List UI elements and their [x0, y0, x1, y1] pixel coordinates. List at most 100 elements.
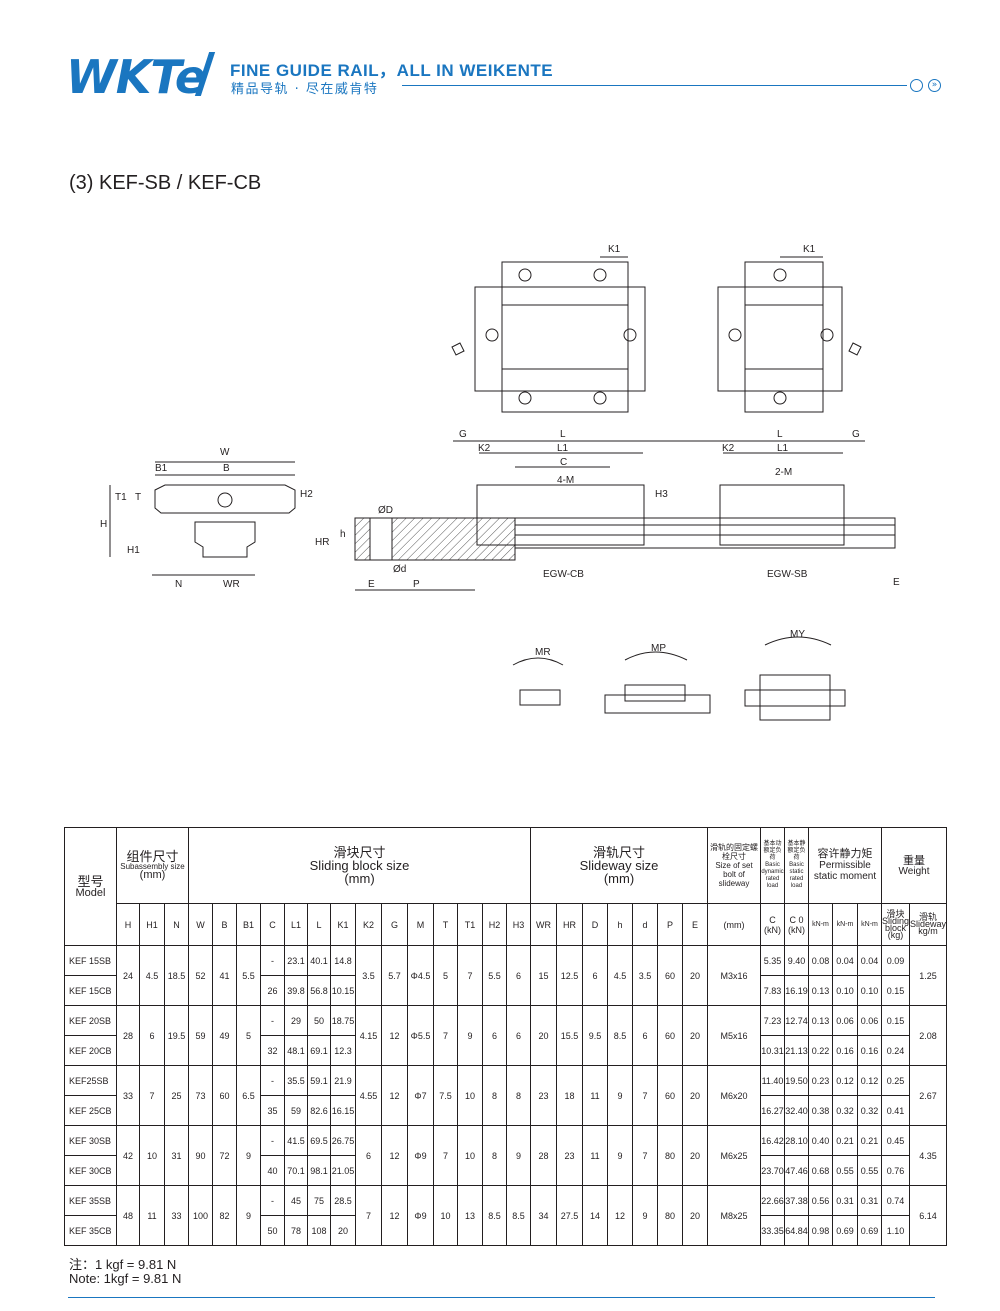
label-k2-sb: K2 — [722, 443, 735, 454]
sta-en: Basic static rated load — [789, 862, 804, 889]
cell-my: 0.55 — [857, 1155, 882, 1186]
label-c: C — [560, 457, 567, 468]
c-unit: (kN) — [764, 924, 781, 935]
cell-p: 60 — [657, 945, 683, 1006]
cell-d: 9 — [632, 1185, 658, 1246]
note-en: Note: 1kgf = 9.81 N — [69, 1271, 182, 1286]
rail-en: Slideway size — [579, 858, 659, 873]
model-header: 型号 Model — [64, 827, 117, 946]
cell-mp: 0.16 — [832, 1035, 858, 1066]
cell-mr: 0.13 — [808, 1005, 833, 1036]
bolt-header: 滑轨的固定螺栓尺寸 Size of set bolt of slideway — [707, 827, 761, 904]
model-cell: KEF 35SB — [64, 1185, 117, 1216]
col-header-n: N — [164, 903, 189, 946]
cell-t: 5 — [433, 945, 458, 1006]
label-w: W — [220, 447, 230, 458]
cell-c0: 64.84 — [784, 1215, 809, 1246]
header-divider — [402, 85, 907, 86]
cell-h: 33 — [116, 1065, 140, 1126]
label-2m: 2-M — [775, 467, 792, 478]
cell-k1: 16.15 — [330, 1095, 356, 1126]
cell-c: - — [260, 945, 285, 976]
label-mp: MP — [651, 643, 666, 654]
cell-mr: 0.56 — [808, 1185, 833, 1216]
cell-b1: 5 — [236, 1005, 261, 1066]
cell-wb: 1.10 — [880, 1215, 911, 1246]
section-title: (3) KEF-SB / KEF-CB — [69, 172, 262, 194]
cell-b: 82 — [212, 1185, 237, 1246]
cell-l1: 59 — [284, 1095, 308, 1126]
label-l1-cb: L1 — [557, 443, 569, 454]
cell-wr: 34 — [530, 1185, 557, 1246]
col-header-h: h — [607, 903, 633, 946]
cell-g: 12 — [381, 1125, 408, 1186]
cell-c: - — [260, 1065, 285, 1096]
cell-cdyn: 7.23 — [760, 1005, 785, 1036]
cell-h3: 9 — [506, 1125, 531, 1186]
weight-header: 重量 Weight — [880, 827, 948, 904]
cell-b: 72 — [212, 1125, 237, 1186]
circle-icon — [910, 79, 923, 92]
cell-b: 41 — [212, 945, 237, 1006]
cell-d: 6 — [582, 945, 608, 1006]
cell-h: 48 — [116, 1185, 140, 1246]
rail-cn: 滑轨尺寸 — [592, 845, 645, 860]
cell-c: 40 — [260, 1155, 285, 1186]
label-k2-cb: K2 — [478, 443, 491, 454]
cell-cdyn: 16.27 — [760, 1095, 785, 1126]
cell-k2: 7 — [355, 1185, 382, 1246]
cell-p: 80 — [657, 1185, 683, 1246]
cell-mr: 0.98 — [808, 1215, 833, 1246]
sub-en: Subassembly size — [120, 862, 185, 871]
cell-l: 82.6 — [307, 1095, 331, 1126]
cell-k1: 20 — [330, 1215, 356, 1246]
cell-c: 50 — [260, 1215, 285, 1246]
cell-c0: 28.10 — [784, 1125, 809, 1156]
side-view — [354, 440, 896, 591]
cell-h1: 7 — [139, 1065, 165, 1126]
rail-header: 滑轨尺寸 Slideway size (mm) — [530, 827, 708, 904]
static-header: 基本静额定负荷 Basic static rated load — [784, 827, 809, 904]
cell-w: 59 — [188, 1005, 213, 1066]
cell-h2: 8.5 — [482, 1185, 507, 1246]
cell-k2: 4.15 — [355, 1005, 382, 1066]
cell-c: 35 — [260, 1095, 285, 1126]
cell-k1: 26.75 — [330, 1125, 356, 1156]
cell-h1: 11 — [139, 1185, 165, 1246]
cell-h: 42 — [116, 1125, 140, 1186]
cell-c0: 21.13 — [784, 1035, 809, 1066]
c0-label: C 0 — [789, 914, 804, 925]
label-h: H — [100, 519, 107, 530]
cell-h: 8.5 — [607, 1005, 633, 1066]
cell-n: 25 — [164, 1065, 189, 1126]
c0-header: C 0(kN) — [784, 903, 809, 946]
cell-l1: 39.8 — [284, 975, 308, 1006]
cell-mp: 0.21 — [832, 1125, 858, 1156]
top-view-sb — [717, 256, 862, 413]
footer-divider — [68, 1297, 935, 1298]
col-header-h3: H3 — [506, 903, 531, 946]
rail-unit: (mm) — [603, 871, 635, 886]
model-cell: KEF 20CB — [64, 1035, 117, 1066]
cell-wb: 0.25 — [880, 1065, 911, 1096]
col-header-g: G — [381, 903, 408, 946]
cell-b1: 9 — [236, 1185, 261, 1246]
cell-my: 0.16 — [857, 1035, 882, 1066]
cell-k1: 18.75 — [330, 1005, 356, 1036]
cell-d: 9.5 — [582, 1005, 608, 1066]
label-t1: T1 — [115, 492, 127, 503]
cell-g: 5.7 — [381, 945, 408, 1006]
cell-t1: 13 — [457, 1185, 483, 1246]
cell-my: 0.69 — [857, 1215, 882, 1246]
cell-cdyn: 10.31 — [760, 1035, 785, 1066]
cell-p: 60 — [657, 1065, 683, 1126]
cell-my: 0.04 — [857, 945, 882, 976]
col-header-l: L — [307, 903, 331, 946]
model-cell: KEF 30CB — [64, 1155, 117, 1186]
mom-en: Permissible static moment — [813, 860, 877, 882]
cell-l1: 48.1 — [284, 1035, 308, 1066]
col-header-b: B — [212, 903, 237, 946]
cell-wr: 23 — [530, 1065, 557, 1126]
